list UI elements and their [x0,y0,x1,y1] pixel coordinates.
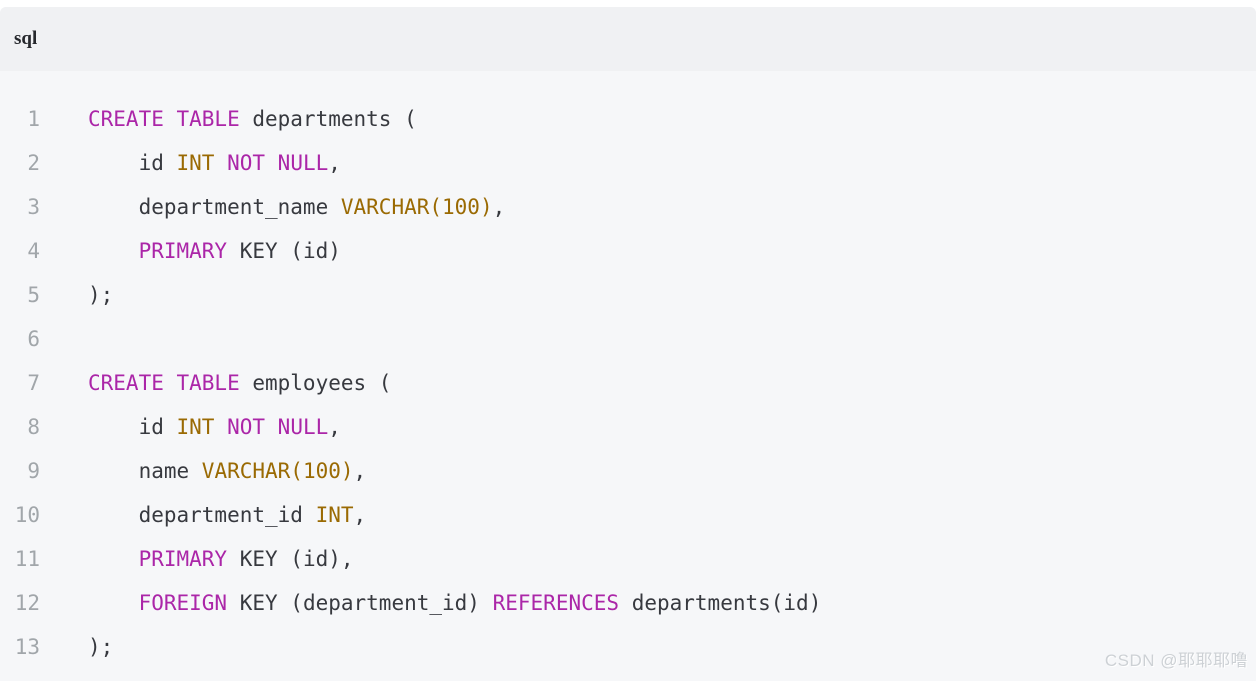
code-line-content: department_name VARCHAR(100), [40,185,506,229]
code-token-type: VARCHAR(100) [201,459,354,483]
line-number: 1 [27,107,40,131]
code-token-plain: , [328,151,341,175]
line-number: 4 [27,239,40,263]
code-token-keyword: FOREIGN [138,591,228,615]
line-number: 7 [27,371,40,395]
code-line: 8 id INT NOT NULL, [0,405,1256,449]
code-token-plain: name [88,459,202,483]
code-token-keyword: CREATE TABLE [88,371,240,395]
code-token-type: VARCHAR(100) [340,195,493,219]
code-line: 6 [0,317,1256,361]
code-token-type: INT [176,415,215,439]
code-token-plain [214,151,227,175]
code-token-keyword: PRIMARY [138,239,228,263]
code-line-content: CREATE TABLE employees ( [40,361,391,405]
code-line: 4 PRIMARY KEY (id) [0,229,1256,273]
code-line-content: CREATE TABLE departments ( [40,97,417,141]
code-token-plain: , [353,459,367,483]
code-token-plain: employees ( [239,371,392,395]
code-line-content: department_id INT, [40,493,367,537]
code-token-plain: , [353,503,367,527]
code-line: 3 department_name VARCHAR(100), [0,185,1256,229]
code-token-plain: , [328,415,341,439]
line-number: 13 [14,635,40,659]
code-token-plain: id [88,151,177,175]
code-token-plain: ); [88,635,114,659]
code-line-content: PRIMARY KEY (id), [40,537,354,581]
code-token-plain [88,547,139,571]
code-token-plain: departments ( [239,107,417,131]
code-token-plain: department_id [88,503,316,527]
code-token-plain: ); [88,283,114,307]
code-line: 12 FOREIGN KEY (department_id) REFERENCE… [0,581,1256,625]
code-token-plain [88,591,139,615]
code-token-plain [214,415,227,439]
language-label: sql [14,28,38,49]
line-number: 2 [27,151,40,175]
line-number: 6 [27,327,40,351]
line-number: 3 [27,195,40,219]
code-line: 11 PRIMARY KEY (id), [0,537,1256,581]
line-number: 12 [14,591,40,615]
code-token-plain: KEY (id) [227,239,341,263]
line-number: 5 [27,283,40,307]
line-number: 11 [14,547,40,571]
code-token-plain: department_name [88,195,341,219]
code-line-content: ); [40,273,113,317]
code-token-plain: , [492,195,506,219]
code-line: 13); [0,625,1256,669]
code-token-plain: id [88,415,177,439]
line-number: 9 [27,459,40,483]
code-line-content: name VARCHAR(100), [40,449,367,493]
code-line-content: id INT NOT NULL, [40,405,341,449]
code-line: 10 department_id INT, [0,493,1256,537]
code-line-content: id INT NOT NULL, [40,141,341,185]
code-token-keyword: CREATE TABLE [88,107,240,131]
code-token-keyword: NOT NULL [227,415,329,439]
code-token-type: INT [315,503,354,527]
code-token-keyword: PRIMARY [138,547,228,571]
code-line-content: ); [40,625,113,669]
code-token-plain: KEY (department_id) [227,591,493,615]
code-language-header: sql [0,7,1256,71]
code-line-content [40,317,88,361]
line-number: 10 [14,503,40,527]
code-line-content: FOREIGN KEY (department_id) REFERENCES d… [40,581,822,625]
code-token-plain: KEY (id), [227,547,354,571]
code-line-content: PRIMARY KEY (id) [40,229,341,273]
code-token-keyword: REFERENCES [492,591,620,615]
code-token-plain [88,239,139,263]
code-line: 2 id INT NOT NULL, [0,141,1256,185]
code-token-type: INT [176,151,215,175]
code-line: 5); [0,273,1256,317]
code-line: 9 name VARCHAR(100), [0,449,1256,493]
line-number: 8 [27,415,40,439]
code-token-keyword: NOT NULL [227,151,329,175]
code-token-plain: departments(id) [619,591,822,615]
